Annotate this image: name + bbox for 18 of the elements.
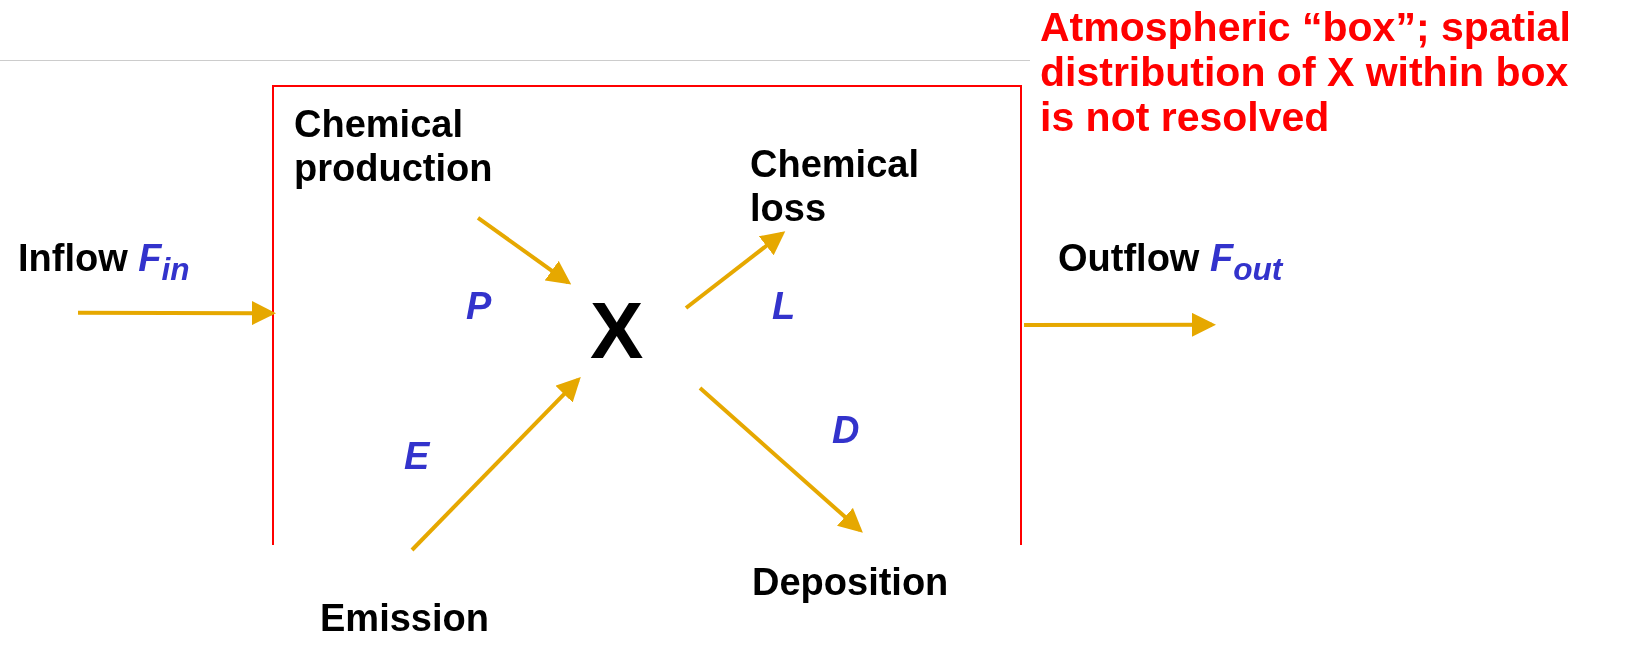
- edge-label: D: [832, 410, 860, 450]
- arrow: [698, 386, 863, 533]
- flux-label: Inflow F$_{in}$: [18, 236, 190, 291]
- arrow: [78, 301, 276, 326]
- arrow: [684, 231, 786, 310]
- edge-label: L: [772, 286, 796, 326]
- box-caption: Atmospheric “box”; spatial distribution of X within box is not resolved: [1040, 5, 1572, 140]
- flux-label: Chemical production: [294, 102, 544, 190]
- arrow: [1024, 312, 1216, 337]
- arrow: [410, 377, 581, 552]
- variable-label: X: [590, 290, 644, 372]
- flux-label: Emission: [320, 596, 489, 640]
- flux-label: Outflow F$_{out}$: [1058, 236, 1283, 291]
- arrow: [476, 216, 572, 285]
- flux-label: Deposition: [752, 560, 949, 604]
- flux-label: Chemical loss: [750, 142, 970, 230]
- edge-label: E: [404, 436, 430, 476]
- edge-label: P: [466, 286, 492, 326]
